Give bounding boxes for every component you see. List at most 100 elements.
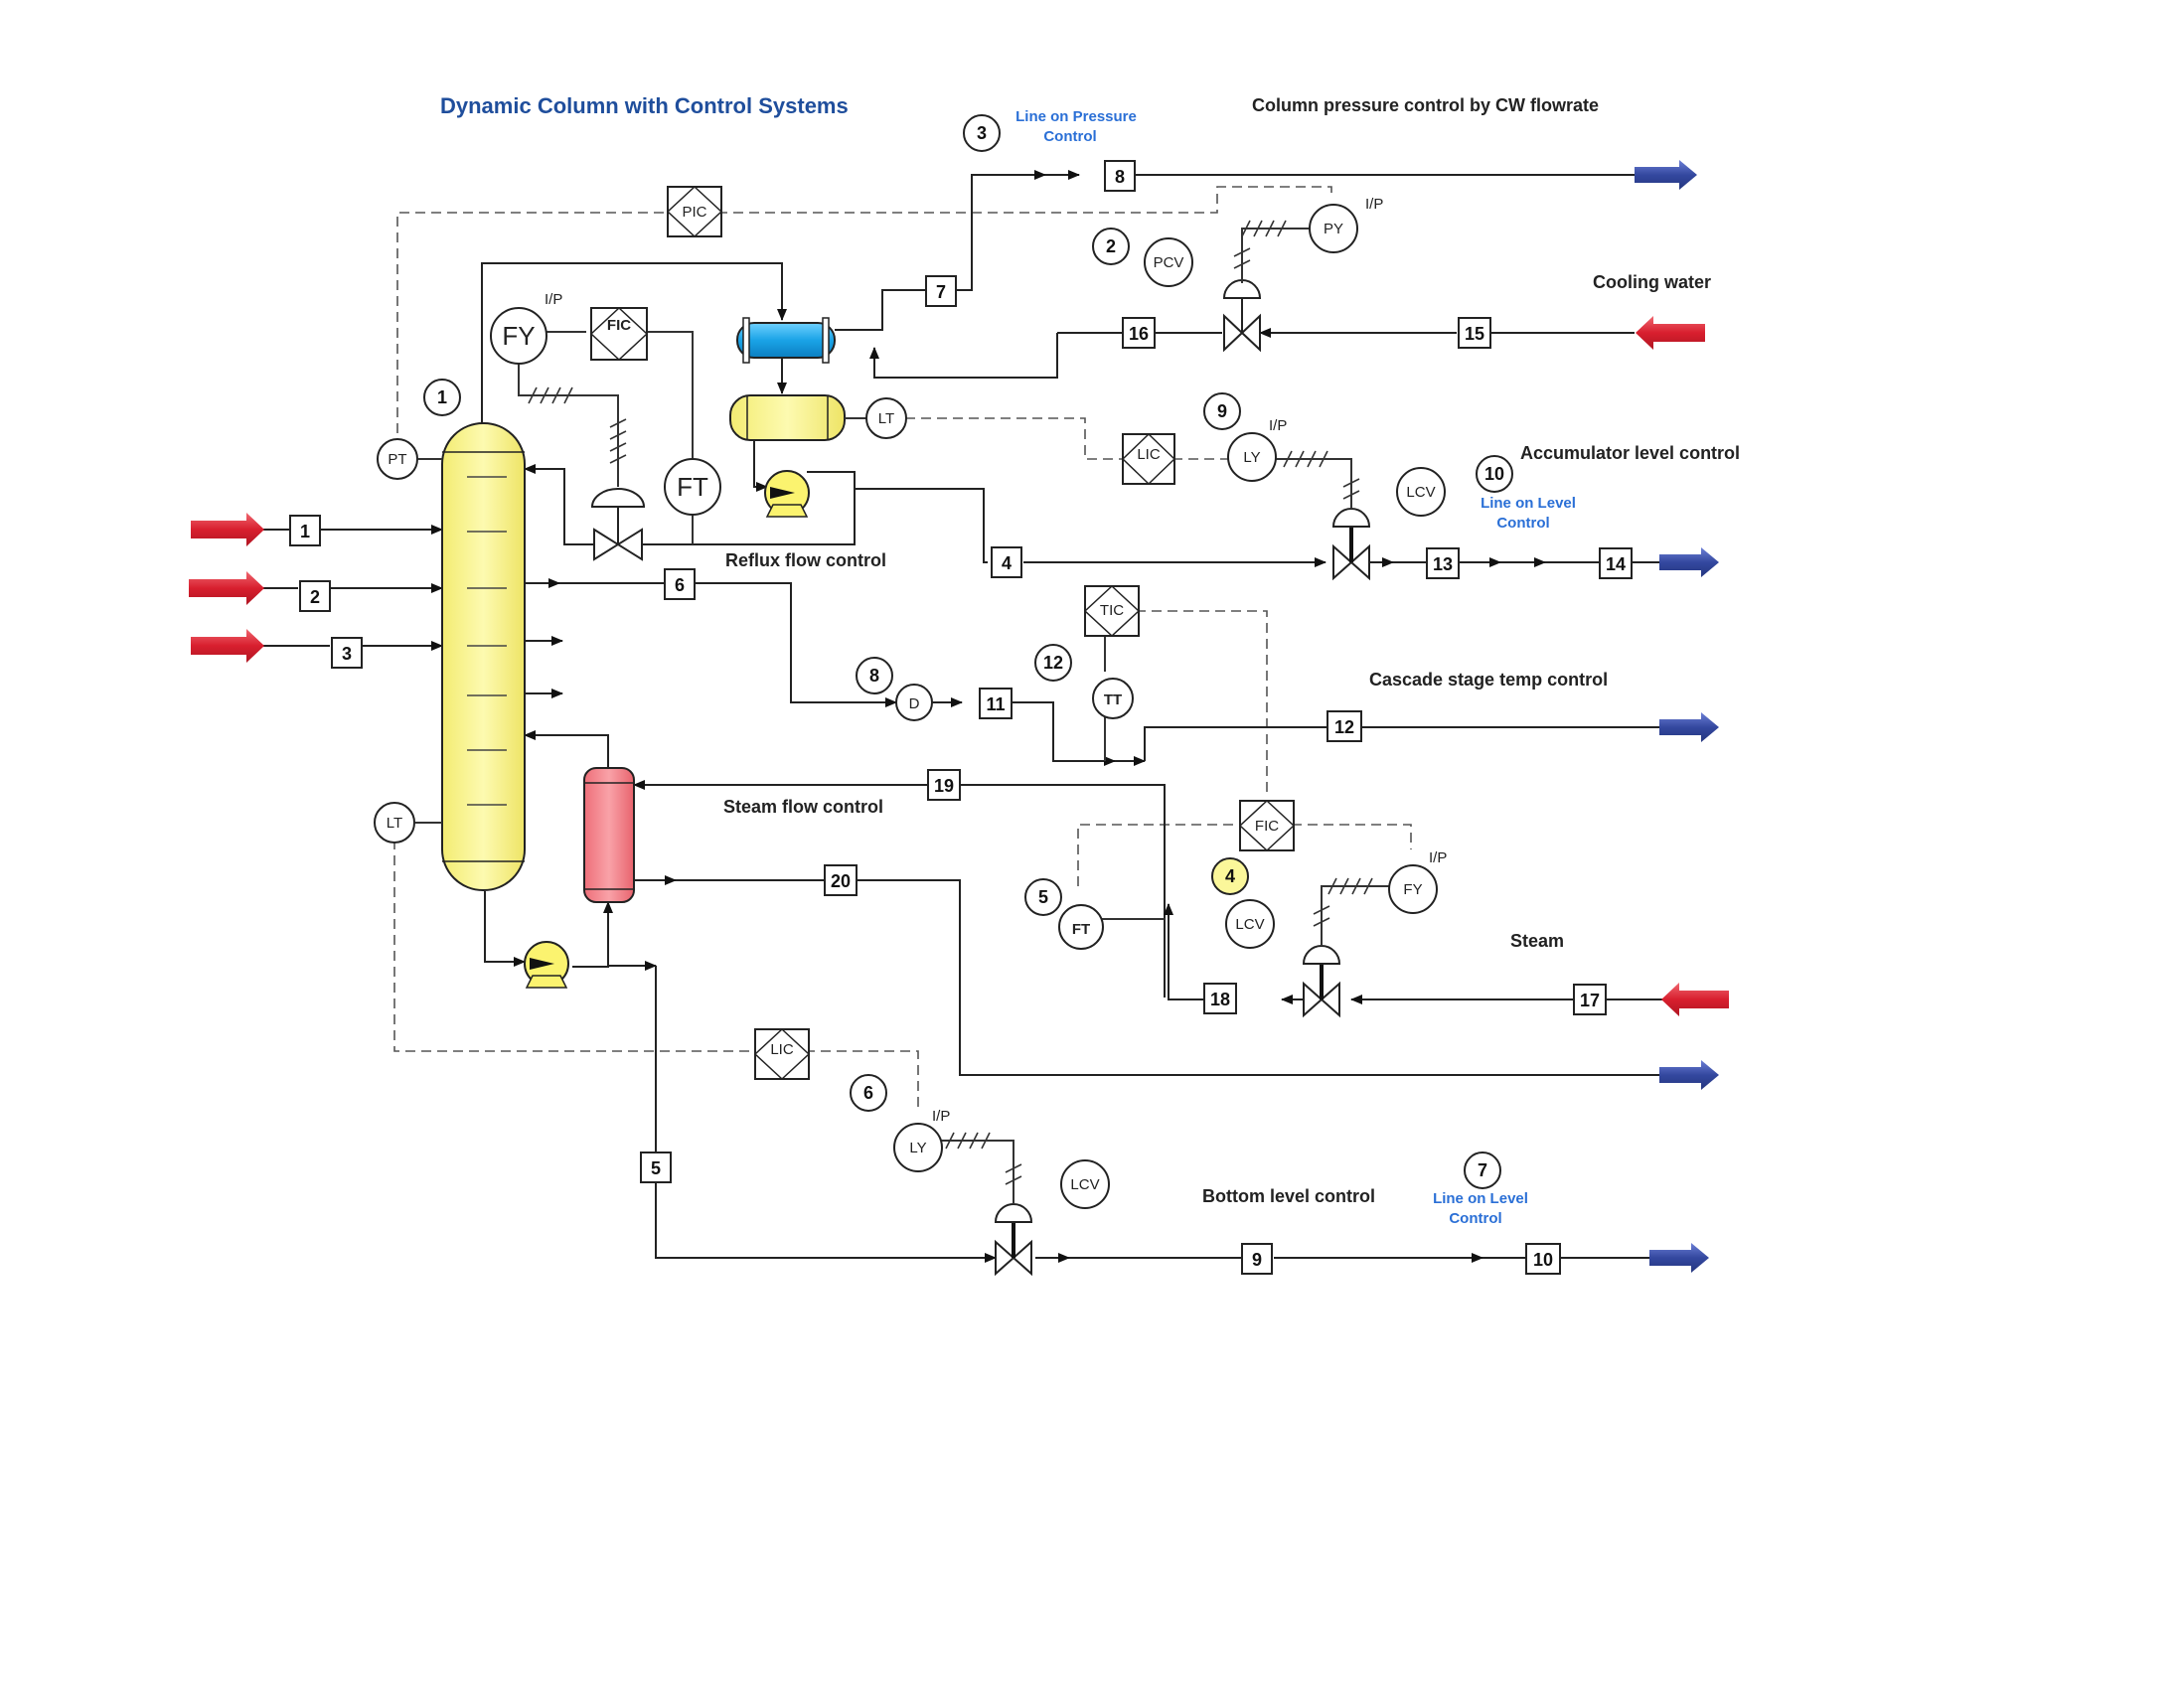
svg-text:LY: LY: [1243, 449, 1260, 466]
stream-label-10: 10: [1525, 1243, 1561, 1275]
accum-ip-label: I/P: [1269, 417, 1287, 434]
svg-text:6: 6: [863, 1083, 873, 1103]
distillate-product-arrow: [1659, 547, 1719, 577]
svg-text:FT: FT: [1072, 921, 1090, 938]
stream-label-13: 13: [1426, 547, 1460, 579]
controller-number-7: 7: [1464, 1152, 1501, 1189]
accumulator-lcv-bubble: LCV: [1396, 467, 1446, 517]
controller-number-8: 8: [856, 657, 893, 694]
svg-text:TIC: TIC: [1100, 602, 1124, 619]
pressure-ip-label: I/P: [1365, 196, 1383, 213]
bottom-lcv-bubble: LCV: [1060, 1159, 1110, 1209]
svg-text:5: 5: [1038, 887, 1048, 907]
svg-text:PT: PT: [388, 451, 406, 468]
note-pressure-line-1: Line on Pressure: [1015, 108, 1137, 125]
stream-label-12: 12: [1326, 710, 1362, 742]
stream-label-18: 18: [1203, 983, 1237, 1014]
bottoms-product-arrow: [1649, 1243, 1709, 1273]
svg-text:LT: LT: [878, 410, 894, 427]
svg-text:2: 2: [310, 587, 320, 607]
svg-text:15: 15: [1465, 324, 1484, 344]
svg-text:2: 2: [1106, 236, 1116, 256]
section-steam-flow: Steam flow control: [723, 797, 883, 817]
section-cooling-water: Cooling water: [1593, 272, 1711, 292]
stream-label-2: 2: [299, 580, 331, 612]
note-bottom-line-2: Control: [1449, 1210, 1501, 1227]
stream-label-15: 15: [1458, 317, 1491, 349]
svg-text:FT: FT: [677, 472, 708, 502]
svg-text:7: 7: [1478, 1160, 1487, 1180]
feed-arrow-1: [191, 513, 264, 546]
reflux-accumulator: [729, 394, 846, 441]
svg-text:LY: LY: [909, 1140, 926, 1156]
svg-text:10: 10: [1533, 1250, 1553, 1270]
condenser: [736, 317, 836, 364]
stream-label-16: 16: [1122, 317, 1156, 349]
note-bottom-line-1: Line on Level: [1433, 1190, 1528, 1207]
svg-text:17: 17: [1580, 991, 1600, 1010]
controller-number-5: 5: [1024, 878, 1062, 916]
stream-label-11: 11: [979, 688, 1013, 719]
pressure-py-converter: PY I/P: [1309, 196, 1383, 253]
svg-text:TT: TT: [1104, 691, 1122, 708]
svg-text:14: 14: [1606, 554, 1626, 574]
bottom-lcv-valve: [994, 1203, 1033, 1277]
section-reflux-flow: Reflux flow control: [725, 550, 886, 570]
stream-label-3: 3: [331, 637, 363, 669]
pic-controller: PIC: [666, 185, 723, 238]
steam-fic-controller: FIC: [1238, 799, 1296, 852]
svg-text:PY: PY: [1324, 221, 1343, 237]
svg-text:4: 4: [1002, 553, 1012, 573]
stream-label-4: 4: [991, 546, 1022, 578]
side-draw-product-arrow: [1659, 712, 1719, 742]
stream-label-19: 19: [927, 769, 961, 801]
section-accumulator-level: Accumulator level control: [1520, 443, 1740, 463]
controller-number-1: 1: [423, 379, 461, 416]
signal-lines: [393, 186, 1412, 1113]
reflux-flow-transmitter: FT: [664, 458, 721, 516]
svg-text:8: 8: [1115, 167, 1125, 187]
note-accum-line-1: Line on Level: [1481, 495, 1576, 512]
svg-text:1: 1: [437, 387, 447, 407]
svg-text:10: 10: [1484, 464, 1504, 484]
distillation-column: [441, 422, 526, 891]
svg-text:7: 7: [936, 282, 946, 302]
reboiler: [583, 767, 635, 903]
stream-label-6: 6: [664, 568, 696, 600]
bottom-level-transmitter: LT: [374, 802, 415, 844]
reflux-fic-controller: FIC: [589, 306, 649, 362]
reflux-flow-valve: [590, 488, 646, 561]
svg-text:3: 3: [342, 644, 352, 664]
svg-text:19: 19: [934, 776, 954, 796]
reflux-fy-converter: FY I/P: [490, 291, 562, 365]
stream-label-9: 9: [1241, 1243, 1273, 1275]
svg-text:FIC: FIC: [1255, 818, 1279, 835]
controller-number-9: 9: [1203, 392, 1241, 430]
stream-label-7: 7: [925, 275, 957, 307]
stream-label-20: 20: [824, 864, 858, 896]
svg-text:12: 12: [1334, 717, 1354, 737]
svg-text:12: 12: [1043, 653, 1063, 673]
accumulator-level-transmitter: LT: [865, 397, 907, 439]
note-pressure-line-2: Control: [1043, 128, 1096, 145]
accumulator-lcv-valve: [1331, 508, 1371, 581]
svg-text:18: 18: [1210, 990, 1230, 1009]
bottoms-pump: [524, 941, 569, 989]
temperature-transmitter: TT: [1092, 678, 1134, 719]
pcv-bubble: PCV: [1144, 237, 1193, 287]
bottom-lic-controller: LIC: [753, 1027, 811, 1081]
controller-number-4: 4: [1211, 857, 1249, 895]
controller-number-6: 6: [850, 1074, 887, 1112]
section-cascade-temp: Cascade stage temp control: [1369, 670, 1608, 690]
stream-label-5: 5: [640, 1152, 672, 1183]
svg-text:5: 5: [651, 1158, 661, 1178]
svg-text:9: 9: [1217, 401, 1227, 421]
svg-text:3: 3: [977, 123, 987, 143]
svg-text:FIC: FIC: [607, 317, 631, 334]
pcv-valve: [1222, 279, 1262, 353]
svg-text:LCV: LCV: [1235, 916, 1264, 933]
svg-text:4: 4: [1225, 866, 1235, 886]
reflux-pump: [764, 470, 810, 518]
condensate-product-arrow: [1659, 1060, 1719, 1090]
svg-text:6: 6: [675, 575, 685, 595]
